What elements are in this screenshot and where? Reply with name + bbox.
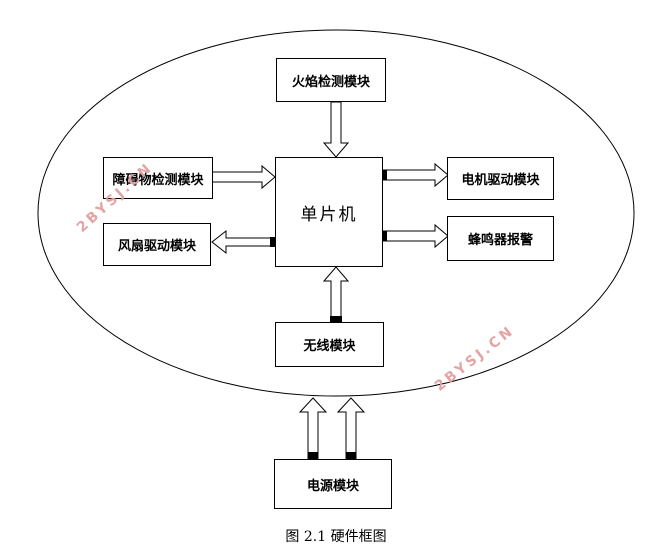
motor-driver-block: 电机驱动模块: [447, 157, 554, 200]
arrow-mcu-to-fan: [211, 229, 276, 255]
arrow-power-up-left-base: [308, 452, 318, 459]
buzzer-alarm-block: 蜂鸣器报警: [447, 216, 554, 261]
arrow-mcu-to-buzzer-base: [382, 231, 387, 241]
arrow-mcu-to-motor: [381, 162, 449, 188]
arrow-mcu-to-buzzer: [381, 223, 449, 249]
arrow-power-up-right: [336, 397, 366, 460]
system-boundary-ellipse: [37, 29, 635, 397]
arrow-power-up-left: [298, 397, 328, 460]
obstacle-detection-block: 障碍物检测模块: [103, 157, 213, 199]
arrow-mcu-to-motor-base: [382, 170, 387, 180]
power-module-block: 电源模块: [274, 459, 392, 509]
arrow-wireless-to-mcu: [322, 266, 350, 323]
arrow-mcu-to-fan-base: [270, 237, 275, 247]
arrow-wireless-to-mcu-base: [330, 316, 342, 322]
mcu-block: 单片机: [275, 157, 383, 267]
arrow-flame-to-mcu: [322, 101, 350, 158]
figure-caption: 图 2.1 硬件框图: [285, 529, 387, 545]
arrow-obstacle-to-mcu: [211, 164, 276, 190]
arrow-power-up-right-base: [346, 452, 356, 459]
wireless-module-block: 无线模块: [275, 322, 384, 367]
flame-detection-block: 火焰检测模块: [276, 58, 386, 102]
fan-driver-block: 风扇驱动模块: [103, 223, 211, 266]
